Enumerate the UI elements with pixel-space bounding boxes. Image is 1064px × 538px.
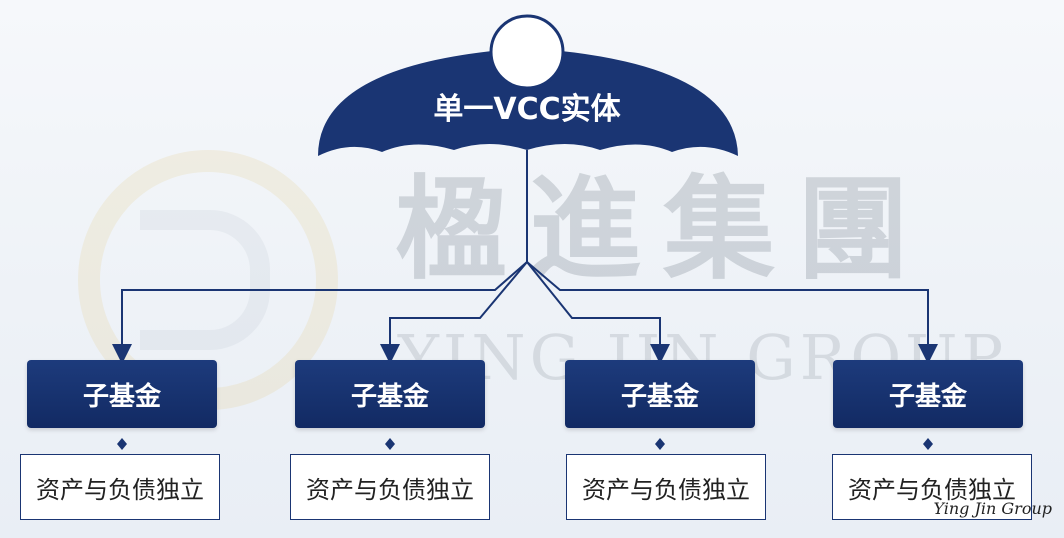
connector-diamond-2 [385, 438, 395, 450]
branch-connector-1 [112, 261, 528, 364]
umbrella-label: 单一VCC实体 [433, 92, 621, 127]
asset-liability-box-2: 资产与负债独立 [290, 454, 490, 520]
watermark-chinese: 楹進集團 [395, 164, 931, 295]
connector-diamond-3 [655, 438, 665, 450]
connector-diamond-4 [923, 438, 933, 450]
branch-connector-4 [526, 261, 938, 364]
connector-diamond-1 [117, 438, 127, 450]
umbrella-canopy [318, 48, 738, 156]
asset-liability-box-3: 资产与负债独立 [566, 454, 766, 520]
branch-connector-2 [380, 261, 528, 364]
umbrella-top-knob [489, 14, 565, 90]
asset-liability-box-1: 资产与负债独立 [20, 454, 220, 520]
brand-signature: Ying Jin Group [933, 499, 1052, 518]
branch-connector-3 [526, 261, 670, 364]
sub-fund-box-3: 子基金 [565, 360, 755, 428]
sub-fund-box-4: 子基金 [833, 360, 1023, 428]
asset-liability-box-4: 资产与负债独立 [832, 454, 1032, 520]
sub-fund-box-2: 子基金 [295, 360, 485, 428]
sub-fund-box-1: 子基金 [27, 360, 217, 428]
